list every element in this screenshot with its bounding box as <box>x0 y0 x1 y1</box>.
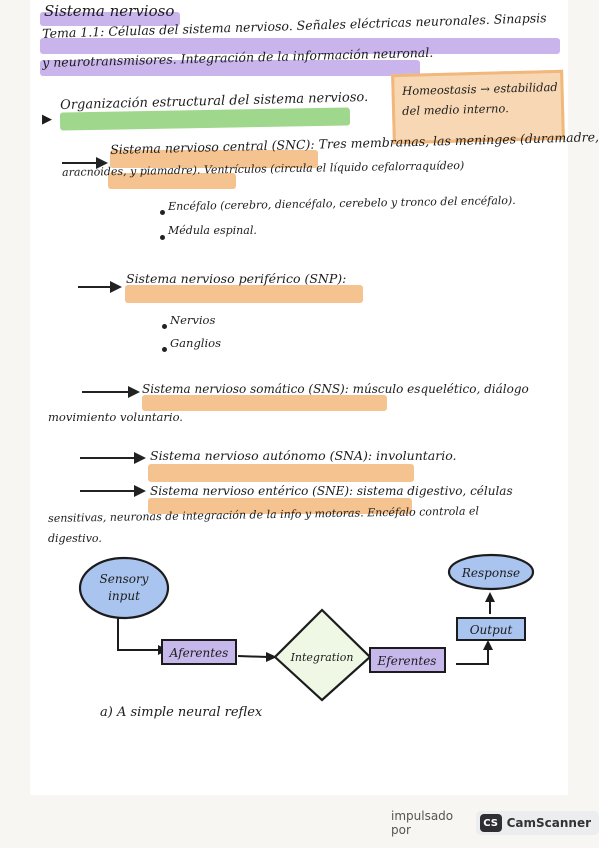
arrow-snp-line <box>78 286 112 288</box>
output-node <box>456 617 526 641</box>
snc-highlight <box>110 150 318 168</box>
arrowhead-icon <box>485 592 495 602</box>
sns-line-2: movimiento voluntario. <box>48 410 183 424</box>
bullet-dot <box>162 324 167 329</box>
triangle-bullet-icon: ▶ <box>42 112 52 127</box>
response-label: Response <box>461 566 520 580</box>
sne-line-3: digestivo. <box>48 532 102 545</box>
connector-efferent-output <box>456 648 489 665</box>
bullet-dot <box>160 235 165 240</box>
title-highlight <box>40 12 180 26</box>
sna-line: Sistema nervioso autónomo (SNA): involun… <box>150 448 457 463</box>
arrowhead-icon <box>266 652 277 662</box>
sensory-input-label-1: Sensory <box>100 572 149 586</box>
sensory-input-node <box>78 556 170 620</box>
arrow-sne-line <box>80 490 136 492</box>
topic-highlight-2 <box>40 60 420 76</box>
efferents-label: Eferentes <box>377 654 437 668</box>
arrow-snp-head-icon <box>110 281 122 293</box>
arrow-snc-head-icon <box>96 157 108 169</box>
bullet-dot <box>160 210 165 215</box>
arrow-sns-line <box>82 391 130 393</box>
arrow-sns-head-icon <box>128 386 140 398</box>
camscanner-brand: CamScanner <box>506 816 591 830</box>
sna-highlight <box>148 464 414 482</box>
arrow-sna-head-icon <box>134 452 146 464</box>
bullet-dot <box>162 347 167 352</box>
snp-highlight <box>125 285 363 303</box>
response-node <box>447 553 535 591</box>
camscanner-badge: CS CamScanner <box>475 811 599 835</box>
snc-highlight-2 <box>108 173 236 189</box>
snc-bullet-2: Médula espinal. <box>168 224 257 237</box>
arrowhead-icon <box>483 640 493 650</box>
diagram-caption: a) A simple neural reflex <box>100 705 263 720</box>
afferents-node <box>161 639 237 665</box>
efferents-node <box>369 647 446 673</box>
snp-bullet-1: Nervios <box>170 313 216 327</box>
camscanner-footer: impulsado por CS CamScanner <box>391 809 599 837</box>
connector-afferent-integration <box>237 655 269 658</box>
sne-highlight <box>148 498 412 514</box>
integration-node <box>273 608 372 702</box>
sns-line-1: Sistema nervioso somático (SNS): músculo… <box>142 382 529 396</box>
page-title: Sistema nervioso <box>44 2 175 20</box>
integration-label: Integration <box>290 651 354 664</box>
camscanner-logo-icon: CS <box>479 814 502 832</box>
snp-line: Sistema nervioso periférico (SNP): <box>126 271 347 286</box>
snp-bullet-2: Ganglios <box>170 336 221 350</box>
afferents-label: Aferentes <box>169 646 229 660</box>
arrow-sne-head-icon <box>134 485 146 497</box>
connector-sensory-afferent <box>117 617 160 651</box>
sne-line-1: Sistema nervioso entérico (SNE): sistema… <box>150 484 513 498</box>
sensory-input-label-2: input <box>108 589 140 603</box>
footer-label: impulsado por <box>391 809 454 837</box>
arrow-snc-line <box>62 162 98 164</box>
output-label: Output <box>470 623 513 637</box>
sns-highlight <box>142 395 387 411</box>
topic-highlight-1 <box>40 38 560 54</box>
arrow-sna-line <box>80 457 136 459</box>
